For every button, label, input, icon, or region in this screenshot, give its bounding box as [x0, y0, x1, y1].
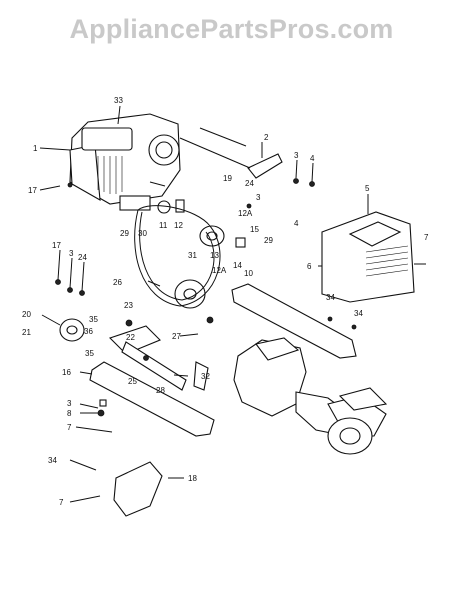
- callout-17: 17: [28, 186, 37, 195]
- callout-34a: 34: [326, 293, 335, 302]
- callout-20: 20: [22, 310, 31, 319]
- pulley-belt-drawing: [134, 199, 252, 309]
- callout-6: 6: [307, 262, 312, 271]
- callout-5: 5: [365, 184, 370, 193]
- callout-7c: 7: [59, 498, 64, 507]
- callout-36: 36: [84, 327, 93, 336]
- callout-12: 12: [174, 221, 183, 230]
- callout-22: 22: [126, 333, 135, 342]
- callout-34b: 34: [354, 309, 363, 318]
- callout-7a: 7: [424, 233, 429, 242]
- engine-drawing: [67, 113, 181, 211]
- callout-30: 30: [138, 229, 147, 238]
- callout-11: 11: [159, 221, 168, 230]
- callout-8: 8: [67, 409, 72, 418]
- callout-32: 32: [201, 372, 210, 381]
- callout-35a: 35: [89, 315, 98, 324]
- callout-3d: 3: [67, 399, 72, 408]
- callout-27: 27: [172, 332, 181, 341]
- leader-lines: [39, 105, 369, 503]
- callout-23: 23: [124, 301, 133, 310]
- callout-4: 4: [310, 154, 315, 163]
- bracket-drawing: [247, 153, 315, 187]
- callout-24b: 24: [78, 253, 87, 262]
- callout-17b: 17: [52, 241, 61, 250]
- callout-31: 31: [188, 251, 197, 260]
- callout-3: 3: [294, 151, 299, 160]
- callout-25: 25: [128, 377, 137, 386]
- callout-16: 16: [62, 368, 71, 377]
- callout-19: 19: [223, 174, 232, 183]
- callout-10: 10: [244, 269, 253, 278]
- callout-21: 21: [22, 328, 31, 337]
- callout-29b: 29: [120, 229, 129, 238]
- hardware-drawing: [55, 279, 357, 517]
- callout-24: 24: [245, 179, 254, 188]
- callout-33: 33: [114, 96, 123, 105]
- callout-12A-b: 12A: [212, 266, 227, 275]
- callout-12A: 12A: [238, 209, 253, 218]
- callout-2: 2: [264, 133, 269, 142]
- callout-1: 1: [33, 144, 38, 153]
- callout-4b: 4: [294, 219, 299, 228]
- callout-28: 28: [156, 386, 165, 395]
- callout-34c: 34: [48, 456, 57, 465]
- callout-15: 15: [250, 225, 259, 234]
- frame-drawing: [89, 283, 357, 437]
- belt-guard-drawing: [321, 211, 426, 303]
- callout-29a: 29: [264, 236, 273, 245]
- callout-26: 26: [113, 278, 122, 287]
- transmission-drawing: [233, 337, 388, 455]
- callout-7b: 7: [67, 423, 72, 432]
- callout-3b: 3: [256, 193, 261, 202]
- watermark-logo: AppliancePartsPros.com: [69, 14, 394, 44]
- callout-35b: 35: [85, 349, 94, 358]
- callout-18: 18: [188, 474, 197, 483]
- callout-labels: 33 1 17 2 3 4 5 19 24 3 4 29 11 12 12A 1…: [22, 96, 429, 507]
- callout-13: 13: [210, 251, 219, 260]
- callout-14: 14: [233, 261, 242, 270]
- callout-3c: 3: [69, 249, 74, 258]
